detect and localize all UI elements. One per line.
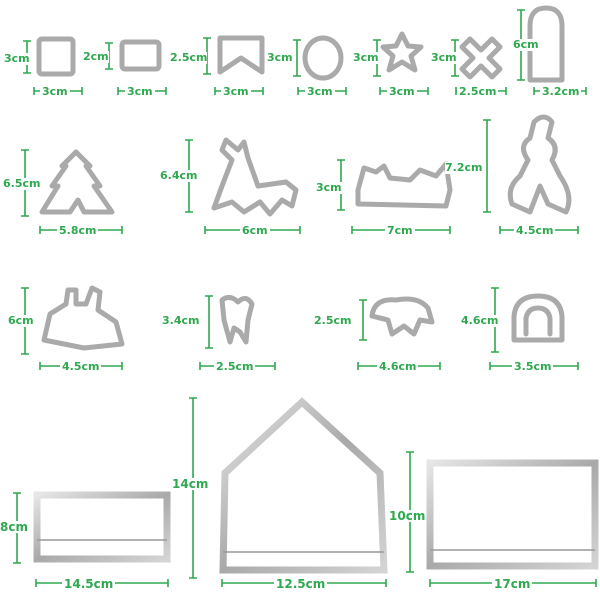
cross-cutter-shape — [459, 36, 503, 80]
wall-rectangle-cutter-height-label: 8cm — [0, 520, 28, 534]
tooth-cutter-shape — [219, 294, 255, 345]
sleigh-cutter-shape — [355, 161, 453, 209]
roof-cutter-height-label: 2.5cm — [170, 51, 208, 64]
snowman-cutter-width-label: 4.5cm — [514, 224, 556, 237]
sheep-cutter-shape — [369, 296, 435, 337]
horseshoe-cutter-height-label: 4.6cm — [461, 314, 499, 327]
roof-cutter-shape — [217, 35, 265, 75]
reindeer-cutter-width-label: 6cm — [240, 224, 270, 237]
wide-rectangle-cutter-width-label: 17cm — [492, 577, 533, 591]
tree-cutter-shape — [39, 149, 115, 215]
arch-door-cutter-width-label: 3.2cm — [540, 85, 582, 98]
tooth-cutter-width-label: 2.5cm — [214, 360, 256, 373]
tooth-cutter-height-label: 3.4cm — [162, 314, 200, 327]
cross-cutter-height-label: 3cm — [431, 51, 457, 64]
snowman-cutter-shape — [507, 114, 572, 215]
rectangle-cutter-width-label: 3cm — [125, 85, 155, 98]
house-cutter-shape — [219, 397, 388, 574]
bunny-cutter-shape — [41, 285, 125, 351]
tree-cutter-width-label: 5.8cm — [57, 224, 99, 237]
sheep-cutter-height-label: 2.5cm — [314, 314, 352, 327]
wall-rectangle-cutter-shape — [33, 491, 171, 563]
horseshoe-cutter-shape — [511, 293, 565, 343]
cross-cutter-width-label: 2.5cm — [457, 85, 499, 98]
wide-rectangle-cutter-shape — [426, 459, 599, 570]
snowman-cutter-height-label: 7.2cm — [445, 161, 483, 174]
horseshoe-cutter-width-label: 3.5cm — [512, 360, 554, 373]
round-cutter-height-label: 3cm — [267, 51, 293, 64]
square-cutter-width-label: 3cm — [40, 85, 70, 98]
wide-rectangle-cutter-height-label: 10cm — [389, 509, 426, 523]
square-cutter-shape — [36, 36, 76, 77]
sleigh-cutter-height-label: 3cm — [316, 181, 342, 194]
roof-cutter-width-label: 3cm — [221, 85, 251, 98]
tree-cutter-height-label: 6.5cm — [3, 177, 41, 190]
rectangle-cutter-shape — [119, 39, 162, 72]
star-cutter-width-label: 3cm — [387, 85, 417, 98]
rectangle-cutter-height-label: 2cm — [83, 50, 109, 63]
house-cutter-height-label: 14cm — [172, 477, 209, 491]
square-cutter-height-label: 3cm — [4, 52, 30, 65]
wall-rectangle-cutter-width-label: 14.5cm — [62, 577, 116, 591]
bunny-cutter-width-label: 4.5cm — [60, 360, 102, 373]
house-cutter-width-label: 12.5cm — [274, 577, 328, 591]
star-cutter-height-label: 3cm — [353, 51, 379, 64]
bunny-cutter-height-label: 6cm — [8, 314, 34, 327]
reindeer-cutter-height-label: 6.4cm — [160, 169, 198, 182]
round-cutter-width-label: 3cm — [305, 85, 335, 98]
arch-door-cutter-height-label: 6cm — [513, 38, 539, 51]
star-cutter-shape — [380, 31, 424, 73]
arch-door-cutter-shape — [527, 5, 565, 83]
round-cutter-shape — [302, 35, 344, 81]
sleigh-cutter-width-label: 7cm — [385, 224, 415, 237]
sheep-cutter-width-label: 4.6cm — [377, 360, 419, 373]
reindeer-cutter-shape — [211, 137, 299, 217]
